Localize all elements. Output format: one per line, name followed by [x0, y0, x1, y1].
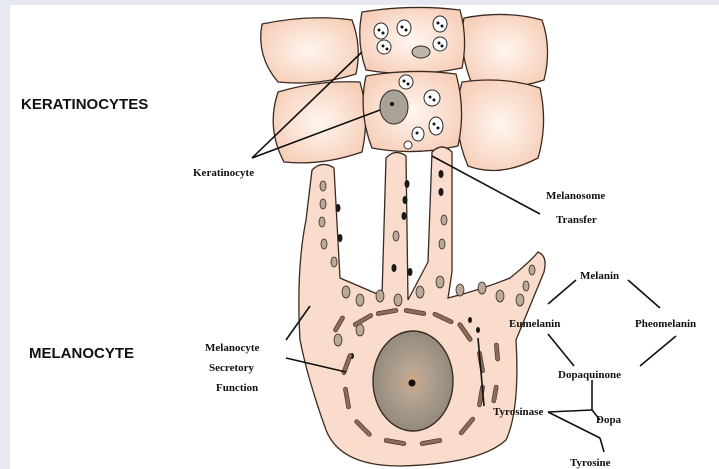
- secretory-function-label-line2: Secretory: [209, 362, 254, 374]
- keratinocyte-cells: [261, 7, 548, 170]
- pathway-eumelanin: Eumelanin: [509, 318, 560, 330]
- keratinocyte-cell-right: [457, 80, 543, 171]
- pathway-tyrosine: Tyrosine: [570, 457, 611, 469]
- melanocyte-label: MELANOCYTE: [29, 345, 134, 362]
- keratinocyte-cell-top-middle: [360, 7, 465, 73]
- keratinocytes-label: KERATINOCYTES: [21, 96, 148, 113]
- melanosome-transfer-label-line2: Transfer: [556, 214, 597, 226]
- keratinocyte-cell-top-left: [261, 18, 359, 83]
- keratinocyte-cell-top-right: [462, 14, 547, 87]
- secretory-function-label-line1: Melanocyte: [205, 342, 259, 354]
- melanosome-transfer-label-line1: Melanosome: [546, 190, 605, 202]
- pathway-melanin: Melanin: [580, 270, 619, 282]
- keratinocyte-nucleus-center: [380, 90, 408, 124]
- pathway-tyrosinase: Tyrosinase: [493, 406, 543, 418]
- pathway-dopaquinone: Dopaquinone: [558, 369, 621, 381]
- pathway-dopa: Dopa: [596, 414, 622, 426]
- nucleolus: [409, 380, 416, 387]
- secretory-function-label-line3: Function: [216, 382, 258, 394]
- pathway-pheomelanin: Pheomelanin: [635, 318, 696, 330]
- keratinocyte-label: Keratinocyte: [193, 167, 254, 179]
- keratinocyte-nucleus-top: [412, 46, 430, 58]
